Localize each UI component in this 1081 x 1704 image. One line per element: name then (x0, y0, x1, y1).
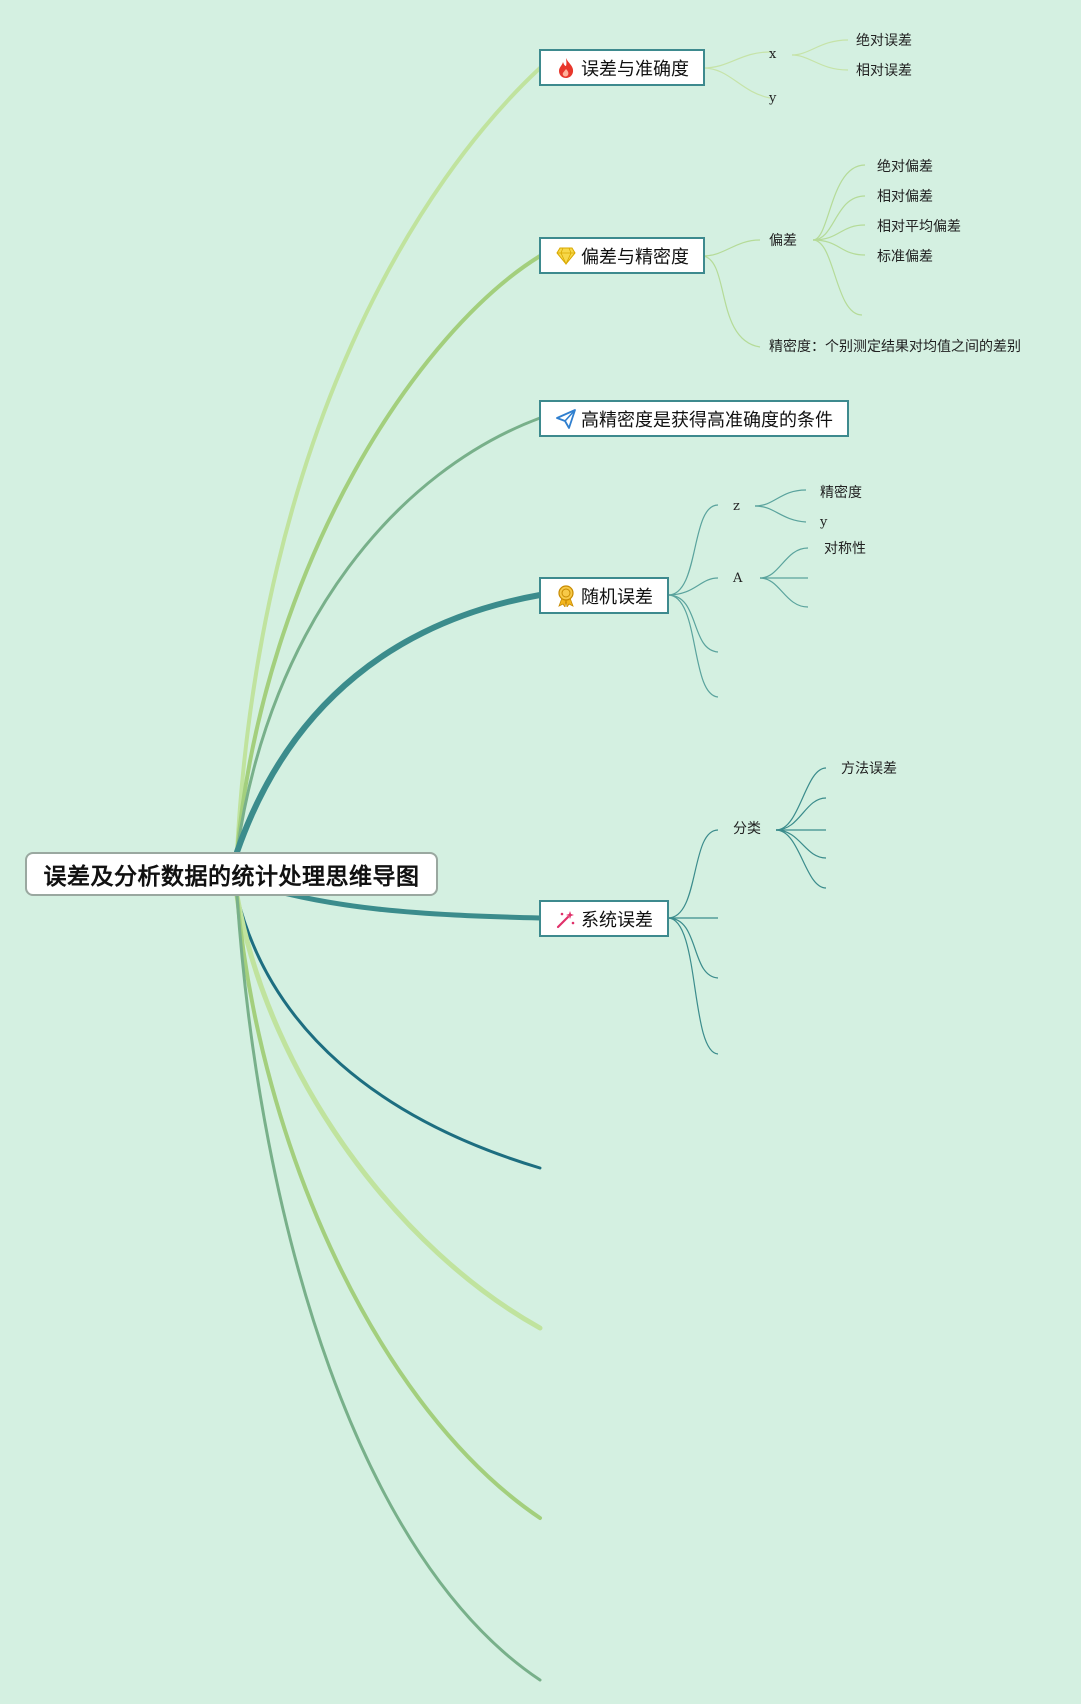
topic-condition[interactable]: 高精密度是获得高准确度的条件 (539, 400, 849, 437)
diamond-icon (555, 245, 576, 267)
topic-precision[interactable]: 偏差与精密度 (539, 237, 705, 274)
fire-icon (555, 57, 576, 79)
subtopic-relative-deviation[interactable]: 相对偏差 (877, 189, 933, 205)
root-topic[interactable]: 误差及分析数据的统计处理思维导图 (25, 852, 438, 896)
subtopic-classification[interactable]: 分类 (733, 821, 761, 837)
subtopic-y[interactable]: y (769, 91, 777, 106)
subtopic-z[interactable]: z (733, 499, 740, 514)
topic-accuracy[interactable]: 误差与准确度 (539, 49, 705, 86)
root-title: 误差及分析数据的统计处理思维导图 (43, 864, 420, 890)
branch-line-random-error (234, 592, 543, 855)
medal-icon (555, 584, 576, 607)
topic-label: 随机误差 (581, 586, 653, 608)
subtopic-deviation[interactable]: 偏差 (769, 233, 797, 249)
branch-line-empty-1 (235, 894, 542, 1170)
subtopic-relative-error[interactable]: 相对误差 (856, 63, 912, 79)
topic-label: 高精密度是获得高准确度的条件 (581, 409, 833, 431)
subtopic-relative-mean-deviation[interactable]: 相对平均偏差 (877, 219, 961, 235)
paper-plane-icon (555, 408, 576, 430)
magic-wand-icon (555, 908, 576, 930)
topic-label: 误差与准确度 (581, 58, 689, 80)
topic-label: 系统误差 (581, 909, 653, 931)
subtopic-absolute-deviation[interactable]: 绝对偏差 (877, 159, 933, 175)
branch-line-empty-3 (235, 894, 542, 1520)
subtopic-absolute-error[interactable]: 绝对误差 (856, 33, 912, 49)
subtopic-A[interactable]: A (733, 571, 743, 586)
subtopic-method-error[interactable]: 方法误差 (841, 761, 897, 777)
branch-line-empty-4 (235, 894, 542, 1682)
topic-label: 偏差与精密度 (581, 246, 689, 268)
subtopic-symmetry[interactable]: 对称性 (824, 541, 866, 557)
topic-systematic-error[interactable]: 系统误差 (539, 900, 669, 937)
subtopic-standard-deviation[interactable]: 标准偏差 (877, 249, 933, 265)
subtopic-precision-z[interactable]: 精密度 (820, 485, 862, 501)
subtopic-precision-definition[interactable]: 精密度：个别测定结果对均值之间的差别 (769, 339, 1021, 355)
branch-line-accuracy (235, 66, 542, 854)
branch-line-precision (235, 254, 542, 854)
branch-line-empty-2 (234, 893, 543, 1331)
branch-line-condition (235, 416, 542, 854)
subtopic-x[interactable]: x (769, 47, 777, 62)
subtopic-y-z[interactable]: y (820, 515, 828, 530)
topic-random-error[interactable]: 随机误差 (539, 577, 669, 614)
